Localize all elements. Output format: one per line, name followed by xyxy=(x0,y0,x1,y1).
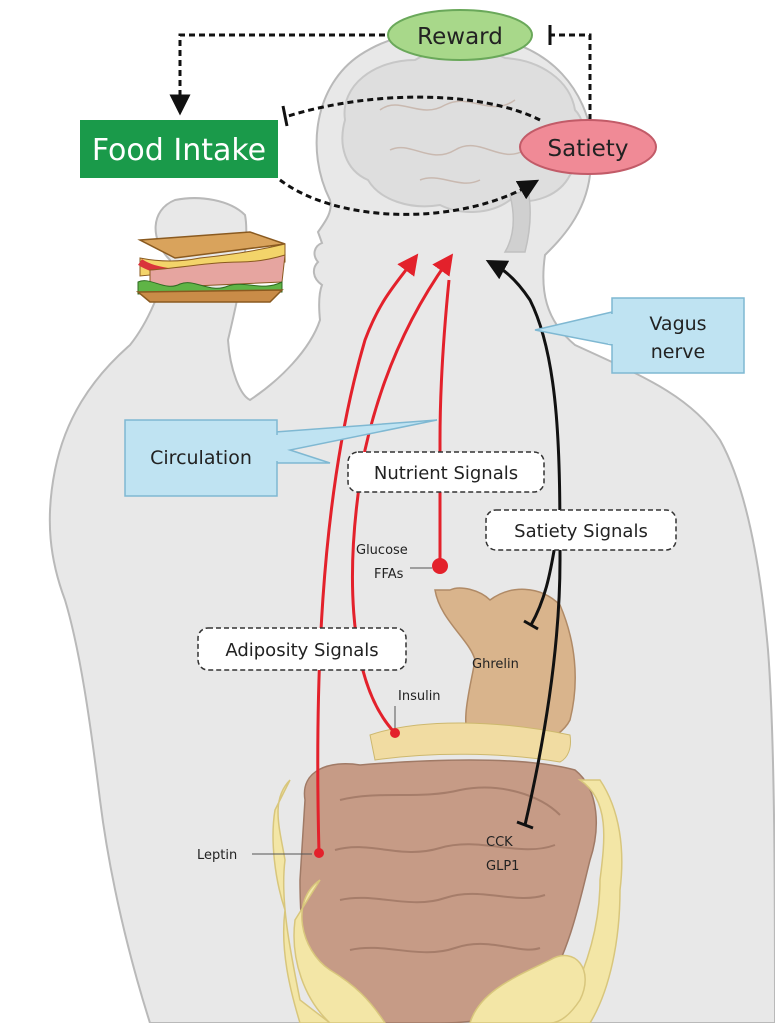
glp1-label: GLP1 xyxy=(486,859,519,874)
leptin-origin-dot xyxy=(314,848,324,858)
nutrient-signals-label: Nutrient Signals xyxy=(374,463,518,484)
insulin-origin-dot xyxy=(390,728,400,738)
vagus-label-line1: Vagus xyxy=(649,313,706,335)
food-intake-label: Food Intake xyxy=(92,133,266,168)
glucose-origin-dot xyxy=(432,558,448,574)
adiposity-signals-label: Adiposity Signals xyxy=(225,640,378,661)
reward-label: Reward xyxy=(417,24,503,50)
ffas-label: FFAs xyxy=(374,567,404,582)
satiety-label: Satiety xyxy=(548,136,629,162)
satiety-signals-label: Satiety Signals xyxy=(514,521,648,542)
cck-label: CCK xyxy=(486,835,513,850)
sandwich-illustration xyxy=(138,232,285,302)
circulation-label: Circulation xyxy=(150,447,252,469)
ghrelin-label: Ghrelin xyxy=(472,657,519,672)
glucose-label: Glucose xyxy=(356,543,408,558)
insulin-label: Insulin xyxy=(398,689,441,704)
food-inhibit-bar xyxy=(283,106,287,126)
vagus-label-line2: nerve xyxy=(651,341,705,363)
leptin-label: Leptin xyxy=(197,848,237,863)
